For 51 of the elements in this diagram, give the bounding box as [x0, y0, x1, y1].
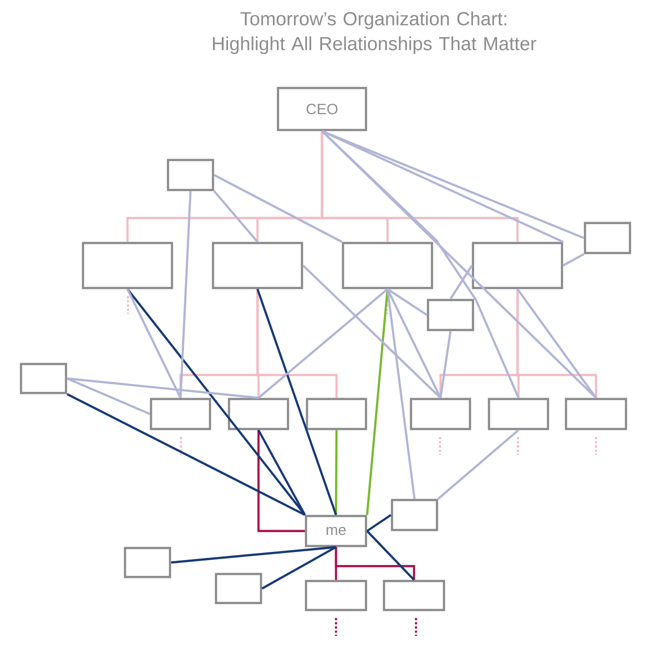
- tree-connector: [320, 131, 519, 242]
- empty-box: [214, 572, 262, 604]
- relationship-line: [214, 174, 342, 243]
- relationship-line: [321, 130, 597, 399]
- empty-box: [82, 242, 174, 290]
- empty-box: [228, 398, 290, 430]
- title-box: CEO: [276, 86, 368, 132]
- relationship-line: [386, 288, 428, 316]
- relationship-line: [450, 264, 473, 300]
- reporting-line: [257, 430, 305, 532]
- relationship-line: [562, 253, 584, 266]
- relationship-line: [439, 330, 452, 398]
- relationship-line: [366, 514, 392, 532]
- empty-box: [306, 398, 368, 430]
- empty-box: [390, 498, 438, 532]
- relationship-line: [66, 393, 306, 516]
- relationship-line: [334, 430, 338, 515]
- relationship-line: [302, 264, 442, 399]
- title: Tomorrow’s Organization Chart: Highlight All Relationships That Matter: [213, 12, 536, 54]
- relationship-line: [171, 546, 336, 564]
- relationship-line: [366, 530, 415, 581]
- relationship-line: [386, 288, 442, 398]
- relationship-line: [437, 429, 520, 500]
- empty-box: [342, 242, 434, 290]
- relationship-line: [126, 288, 182, 398]
- reporting-line: [334, 547, 416, 580]
- empty-box: [564, 398, 628, 430]
- empty-box: [426, 298, 474, 332]
- tree-connector: [256, 289, 338, 398]
- relationship-line: [258, 288, 388, 399]
- relationship-line: [366, 289, 389, 515]
- relationship-line: [179, 191, 192, 398]
- relationship-line: [386, 288, 416, 500]
- relationship-line: [67, 377, 259, 399]
- empty-box: [166, 158, 214, 192]
- empty-box: [472, 242, 564, 290]
- relationship-line: [213, 190, 258, 243]
- empty-box: [124, 546, 172, 578]
- relationship-line: [258, 430, 306, 516]
- relationship-line: [256, 288, 338, 516]
- empty-box: [488, 398, 550, 430]
- title-box: me: [304, 514, 368, 548]
- empty-box: [410, 398, 472, 430]
- empty-box: [382, 580, 446, 612]
- empty-box: [584, 222, 632, 254]
- relationship-line: [66, 377, 150, 415]
- empty-box: [20, 362, 68, 394]
- relationship-line: [262, 546, 337, 590]
- empty-box: [212, 242, 304, 290]
- empty-box: [304, 580, 368, 612]
- empty-box: [150, 398, 212, 430]
